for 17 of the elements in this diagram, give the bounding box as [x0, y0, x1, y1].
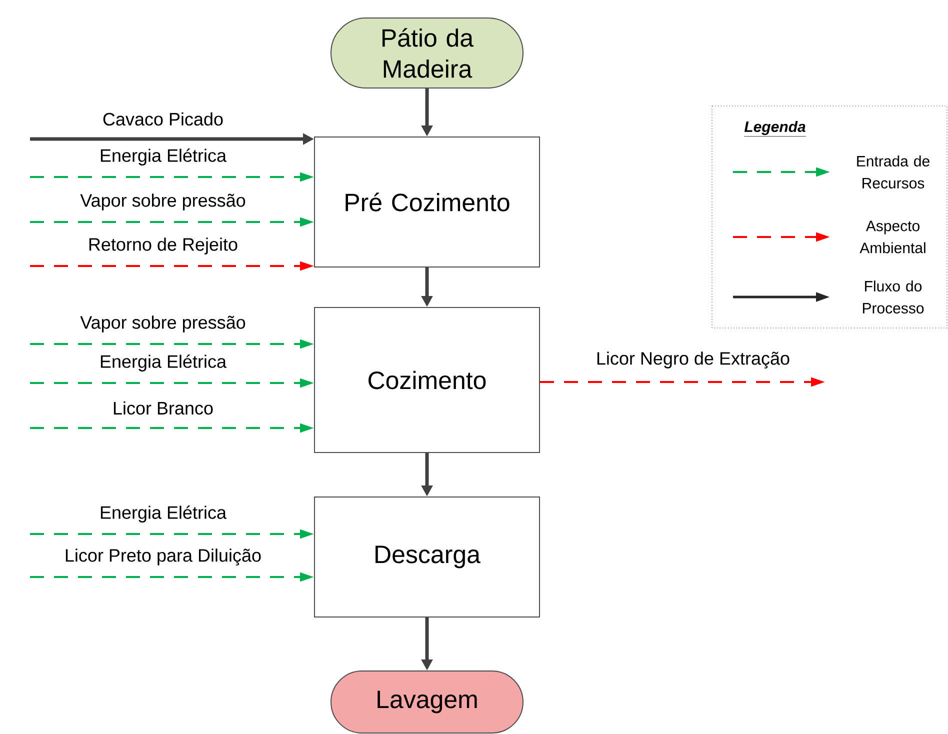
edge-label: Cavaco Picado — [103, 112, 223, 126]
edge-label: Retorno de Rejeito — [89, 238, 238, 254]
edge-label: Licor Branco — [114, 401, 213, 415]
edge-label: Vapor sobre pressão — [80, 194, 246, 210]
legend-text: Aspecto Ambiental — [860, 220, 926, 254]
edge-label: Licor Preto para Diluição — [66, 548, 261, 566]
legend-text: Fluxo do Processo — [862, 280, 924, 314]
edge-label: Energia Elétrica — [100, 506, 226, 522]
edge-label: Energia Elétrica — [100, 354, 226, 372]
edge-label: Licor Negro de Extração — [597, 352, 790, 368]
process-box: Cozimento — [314, 307, 540, 453]
legend-text: Entrada de Recursos — [857, 156, 930, 188]
edge-label: Vapor sobre pressão — [80, 316, 246, 332]
process-box: Pré Cozimento — [314, 136, 540, 268]
edge-label: Energia Elétrica — [100, 148, 226, 166]
process-box: Descarga — [314, 496, 540, 618]
legend-title: Legenda — [744, 121, 806, 137]
